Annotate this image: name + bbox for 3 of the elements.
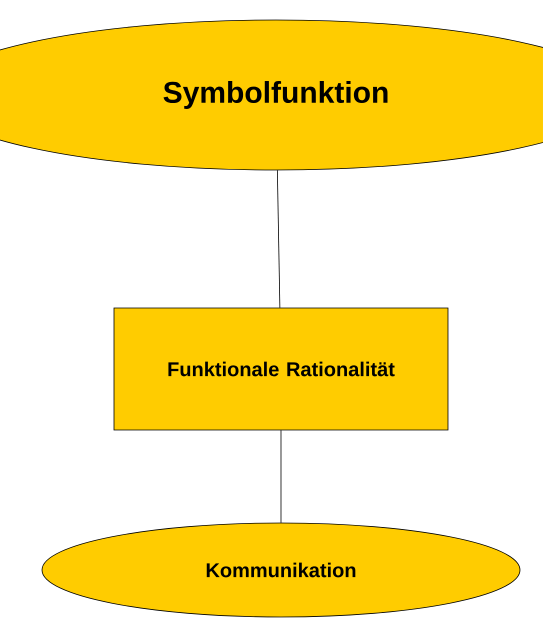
connector-line bbox=[280, 430, 282, 523]
concept-box: Funktionale Rationalität bbox=[114, 308, 448, 430]
connector-line bbox=[276, 170, 280, 308]
